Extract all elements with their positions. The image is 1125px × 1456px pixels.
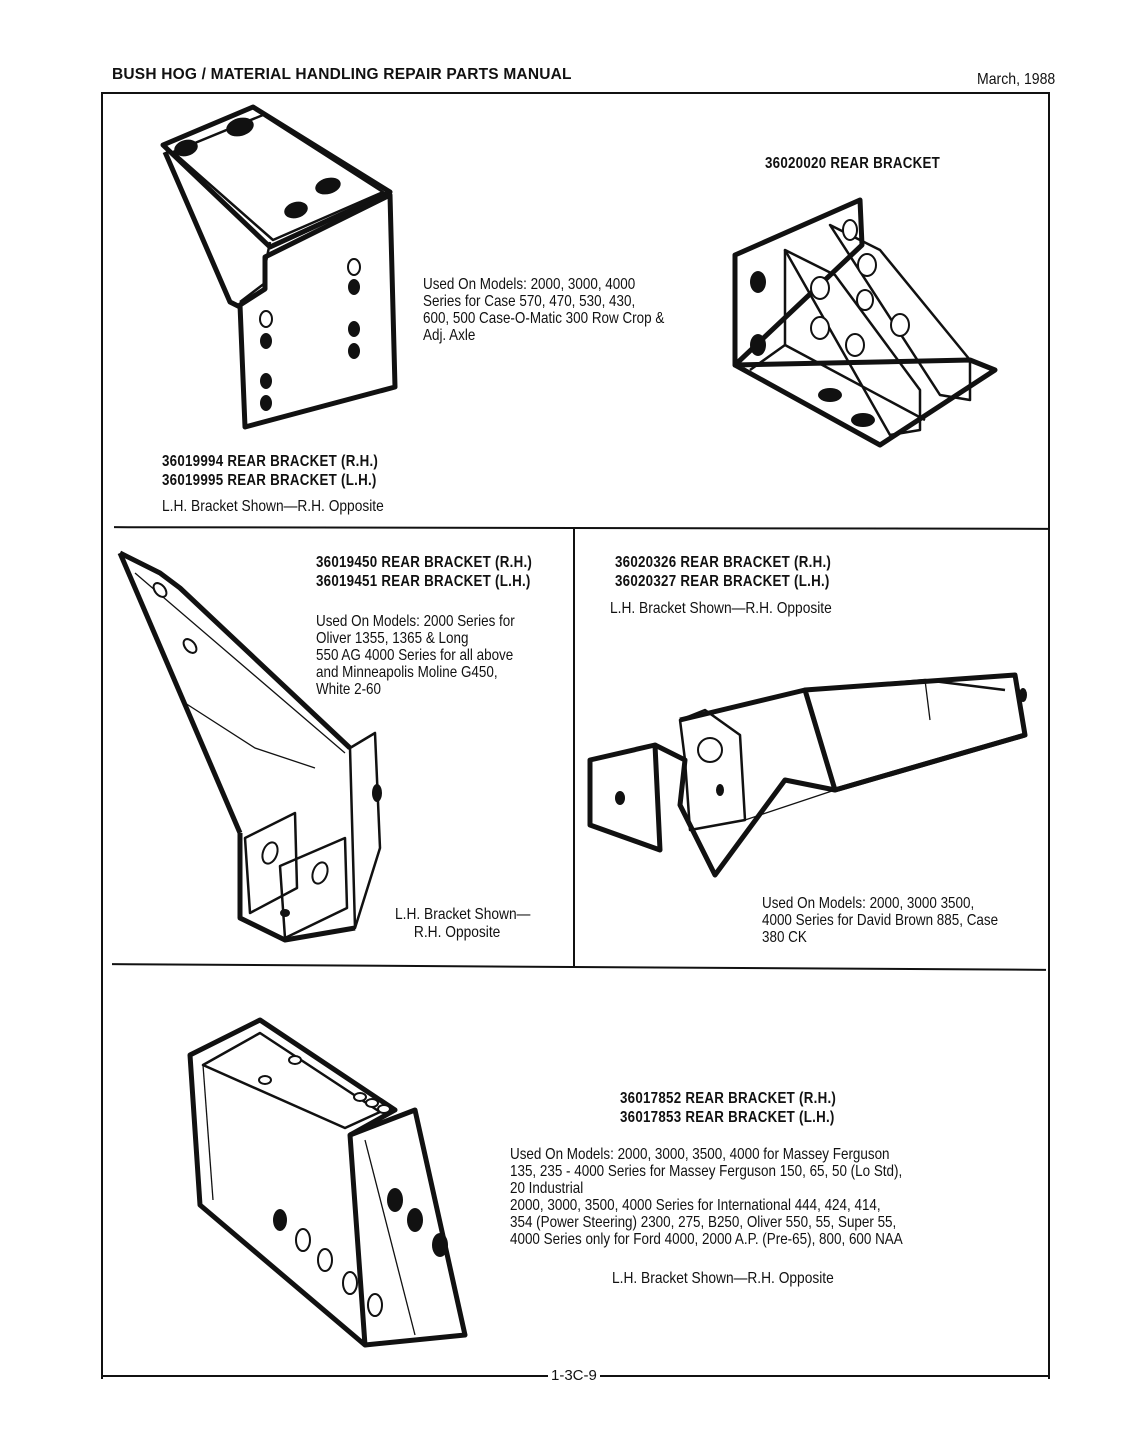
page-frame — [101, 92, 1050, 1379]
part-title-36017852: 36017852 REAR BRACKET (R.H.) 36017853 RE… — [620, 1090, 837, 1126]
used-on-models-36020326: Used On Models: 2000, 3000 3500, 4000 Se… — [762, 895, 999, 946]
bracket-shown-note-36019994: L.H. Bracket Shown—R.H. Opposite — [162, 498, 384, 515]
bracket-36020020-drawing — [732, 197, 998, 448]
used-on-models-36019450: Used On Models: 2000 Series for Oliver 1… — [316, 613, 515, 698]
bracket-36019450-drawing — [117, 550, 382, 943]
used-on-models-36017852: Used On Models: 2000, 3000, 3500, 4000 f… — [510, 1146, 903, 1248]
part-title-36020326: 36020326 REAR BRACKET (R.H.) 36020327 RE… — [615, 554, 832, 590]
manual-title: BUSH HOG / MATERIAL HANDLING REPAIR PART… — [112, 66, 572, 83]
bracket-shown-note-36017852: L.H. Bracket Shown—R.H. Opposite — [612, 1270, 834, 1287]
bracket-36017852-drawing — [187, 1017, 468, 1348]
part-title-36019450: 36019450 REAR BRACKET (R.H.) 36019451 RE… — [316, 554, 533, 590]
part-title-36019994: 36019994 REAR BRACKET (R.H.) 36019995 RE… — [162, 453, 379, 489]
bracket-36019994-drawing — [160, 104, 398, 430]
page-number: 1-3C-9 — [548, 1367, 600, 1384]
bracket-36020326-drawing — [587, 672, 1028, 878]
used-on-models-36019994: Used On Models: 2000, 3000, 4000 Series … — [423, 276, 665, 344]
bracket-shown-note-36019450: L.H. Bracket Shown— R.H. Opposite — [395, 906, 531, 941]
divider-middle-vertical — [573, 527, 575, 968]
bracket-shown-note-36020326: L.H. Bracket Shown—R.H. Opposite — [610, 600, 832, 617]
part-title-36020020: 36020020 REAR BRACKET — [765, 155, 941, 172]
manual-date: March, 1988 — [977, 71, 1056, 88]
